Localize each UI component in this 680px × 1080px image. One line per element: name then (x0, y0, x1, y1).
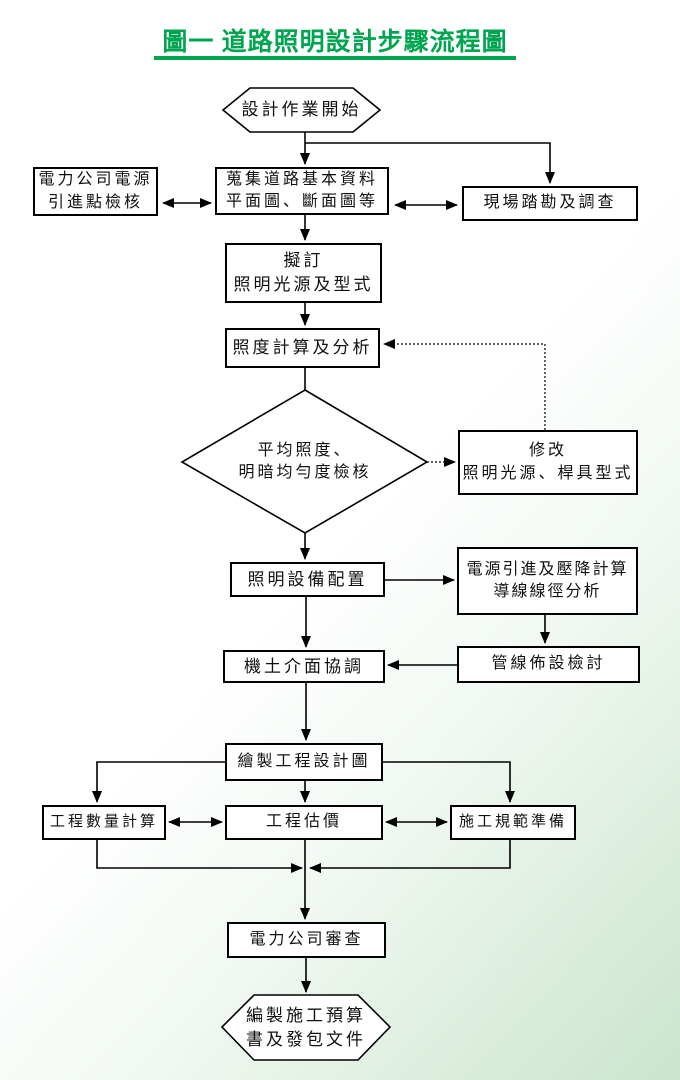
connector-start-to-site-survey (305, 142, 555, 184)
node-estimate-label: 工程估價 (265, 813, 342, 831)
node-power-source-check: 電力公司電源 引進點檢核 (33, 167, 158, 216)
node-start-label: 設計作業開始 (241, 100, 362, 120)
node-site-survey-label: 現場踏勘及調查 (483, 194, 617, 212)
end-terminator-shape (220, 994, 392, 1061)
node-drawing-label: 繪製工程設計圖 (237, 752, 371, 770)
title-underline (154, 56, 516, 60)
node-start: 設計作業開始 (223, 88, 380, 132)
node-spec-preparation: 施工規範準備 (450, 805, 576, 840)
start-terminator-shape (221, 87, 382, 133)
node-collect-data-line2: 平面圖、斷面圖等 (225, 193, 378, 210)
connector-drawing-to-quantity (92, 761, 225, 803)
connector-quantity-merge (96, 840, 303, 873)
node-end-line1: 編製施工預算 (246, 1005, 366, 1025)
node-modify-line1: 修改 (528, 442, 567, 460)
node-drawing: 繪製工程設計圖 (225, 743, 383, 781)
node-end-line2: 書及發包文件 (246, 1029, 366, 1049)
node-uniformity-check: 平均照度、 明暗均勻度檢核 (205, 431, 405, 493)
node-power-company-review-label: 電力公司審查 (249, 930, 364, 948)
node-modify: 修改 照明光源、桿具型式 (458, 430, 638, 495)
node-estimate: 工程估價 (225, 805, 383, 840)
node-draft-lighting-line2: 照明光源及型式 (233, 275, 374, 294)
connector-drawing-to-spec (383, 761, 515, 803)
node-modify-line2: 照明光源、桿具型式 (462, 464, 634, 482)
node-interface-coordination: 機土介面協調 (223, 650, 385, 683)
node-end: 編製施工預算 書及發包文件 (222, 995, 390, 1060)
node-site-survey: 現場踏勘及調查 (462, 186, 638, 221)
node-illuminance-calc-label: 照度計算及分析 (232, 338, 373, 358)
node-power-company-review: 電力公司審查 (227, 922, 386, 958)
page-title: 圖一 道路照明設計步驟流程圖 (162, 29, 508, 56)
node-uniformity-check-line1: 平均照度、 (257, 441, 353, 459)
node-draft-lighting-line1: 擬訂 (283, 251, 324, 271)
node-voltage-drop: 電源引進及壓降計算 導線線徑分析 (457, 547, 638, 615)
node-draft-lighting: 擬訂 照明光源及型式 (225, 243, 382, 303)
node-quantity-calc: 工程數量計算 (42, 805, 166, 840)
node-equipment-layout-label: 照明設備配置 (247, 569, 368, 589)
node-collect-data: 蒐集道路基本資料 平面圖、斷面圖等 (215, 167, 389, 215)
connector-spec-merge (309, 840, 511, 873)
node-illuminance-calc: 照度計算及分析 (225, 328, 380, 368)
node-pipeline-review: 管線佈設檢討 (457, 646, 640, 683)
node-power-source-check-line2: 引進點檢核 (47, 193, 143, 211)
node-collect-data-line1: 蒐集道路基本資料 (225, 170, 378, 188)
connector-modify-to-illuminance-dotted (383, 339, 546, 430)
node-uniformity-check-line2: 明暗均勻度檢核 (238, 464, 372, 481)
node-pipeline-review-label: 管線佈設檢討 (491, 655, 606, 673)
node-power-source-check-line1: 電力公司電源 (38, 171, 153, 189)
node-quantity-calc-label: 工程數量計算 (49, 814, 158, 830)
node-equipment-layout: 照明設備配置 (230, 562, 385, 597)
node-voltage-drop-line1: 電源引進及壓降計算 (466, 560, 629, 578)
node-interface-coordination-label: 機土介面協調 (244, 656, 364, 676)
node-voltage-drop-line2: 導線線徑分析 (493, 583, 602, 600)
node-spec-preparation-label: 施工規範準備 (458, 814, 567, 830)
